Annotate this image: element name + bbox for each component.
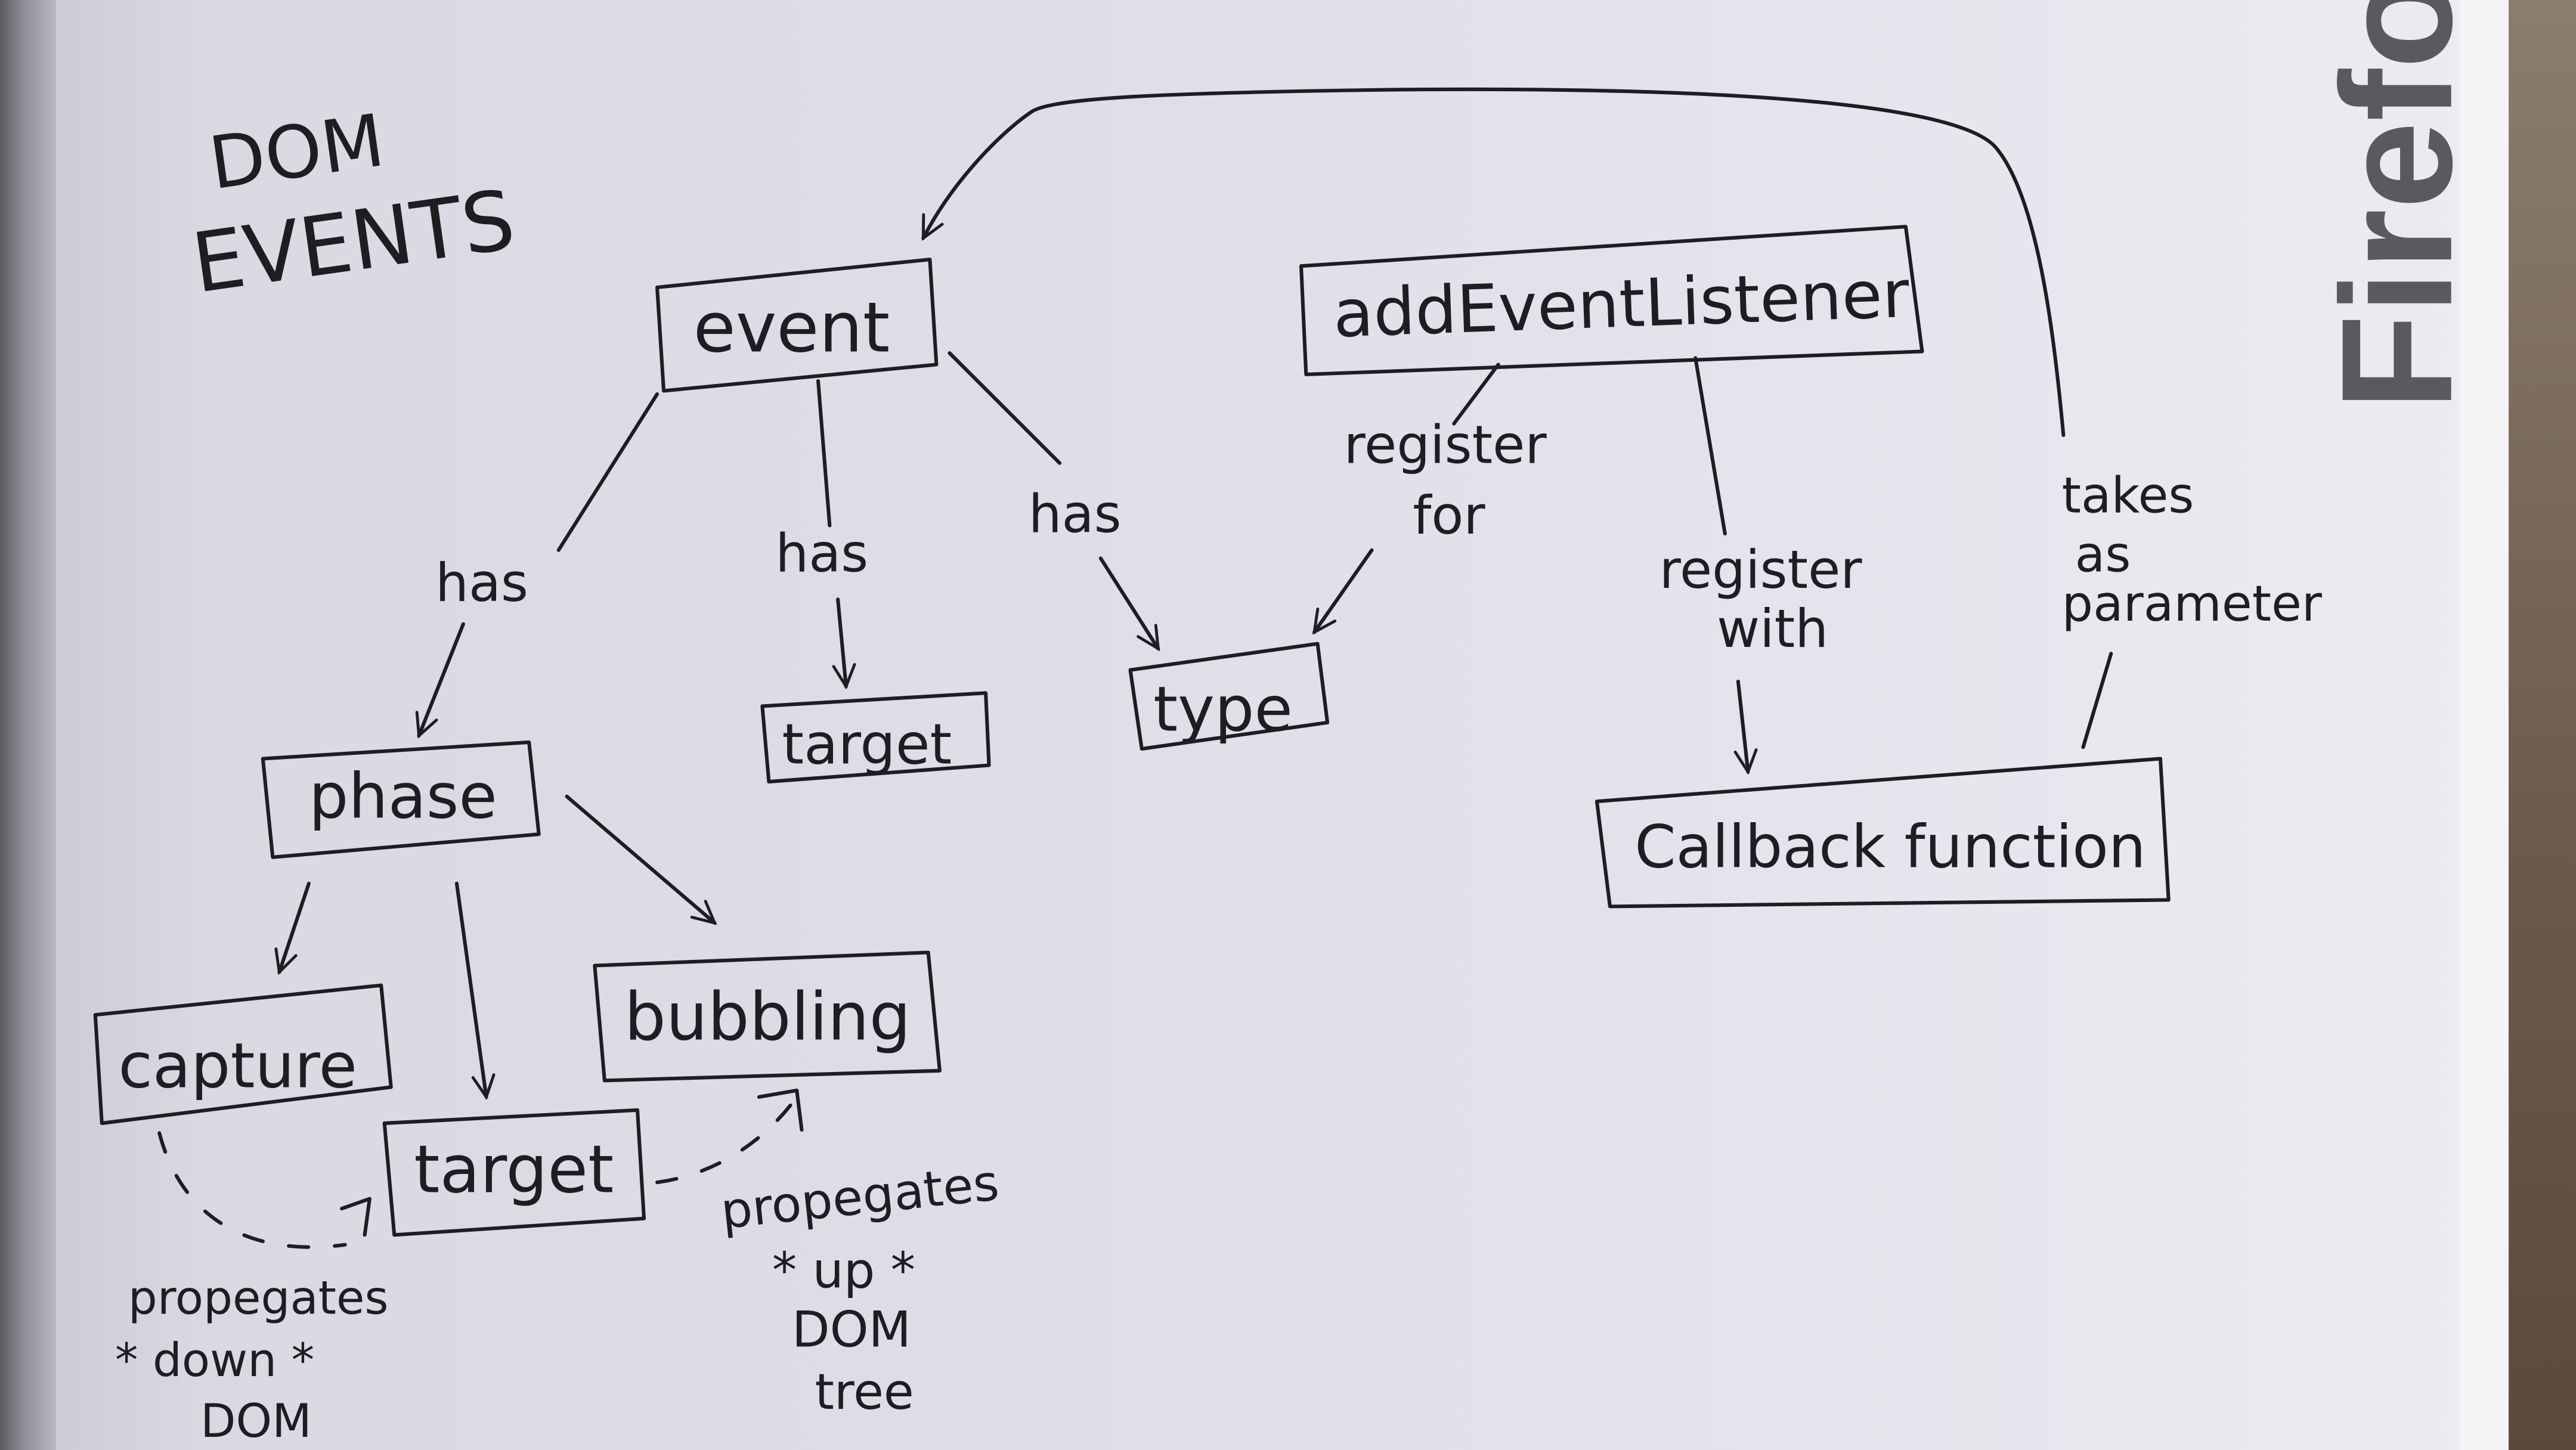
node-bubbling-box — [593, 950, 942, 1083]
edge-event-phase-upper — [556, 392, 660, 552]
edge-capture-target-dashed — [157, 1131, 347, 1249]
node-addEventListener-label: addEventListener — [1332, 256, 1911, 352]
edge-event-type-lower — [1098, 556, 1160, 648]
node-event-box — [655, 258, 939, 393]
edge-has-target-label: has — [775, 523, 868, 584]
firefox-brand-text: Firefox — [2309, 0, 2485, 411]
edge-capture-target-arrowhead — [340, 1197, 371, 1237]
note-up-line-4: tree — [815, 1364, 914, 1421]
edge-phase-bubbling — [565, 794, 715, 923]
node-callback-box — [1594, 757, 2171, 909]
node-phase-target: target — [382, 1108, 646, 1237]
edge-callback-event-lower — [2081, 652, 2113, 749]
node-capture-label: capture — [118, 1029, 357, 1102]
edge-event-target-upper — [816, 379, 832, 528]
edge-ael-callback-lower — [1738, 680, 1748, 772]
edge-has-phase-label: has — [435, 552, 528, 614]
node-type-box — [1128, 642, 1330, 751]
note-up-line-2: * up * — [772, 1242, 915, 1299]
edge-phase-target — [454, 881, 487, 1097]
note-down-line-2: * down * — [115, 1334, 314, 1387]
node-callback: Callback function — [1594, 757, 2171, 909]
node-type: type — [1128, 642, 1330, 751]
edge-event-phase-lower — [419, 622, 465, 736]
edge-takes-param-label-1: takes — [2062, 467, 2194, 524]
edge-phase-capture — [279, 881, 311, 972]
edge-target-bubbling-dashed — [655, 1101, 794, 1185]
node-phase-target-label: target — [414, 1132, 614, 1208]
note-up-line-1: propegates — [718, 1154, 1001, 1240]
node-phase: phase — [261, 740, 541, 859]
node-event: event — [655, 258, 939, 393]
node-event-label: event — [693, 288, 890, 368]
edge-event-type-upper — [948, 351, 1062, 465]
node-target-box — [760, 691, 991, 784]
edge-takes-param-label-3: parameter — [2062, 575, 2322, 633]
edge-target-bubbling-arrowhead — [757, 1088, 804, 1132]
edge-ael-type-lower — [1314, 548, 1374, 633]
edge-register-for-label-1: register — [1344, 414, 1547, 476]
node-phase-label: phase — [309, 760, 497, 833]
node-type-label: type — [1153, 673, 1293, 746]
node-target-label: target — [782, 712, 952, 777]
node-capture-box — [93, 983, 393, 1125]
paper-right-strip — [2459, 0, 2516, 1450]
edge-register-for-label-2: for — [1413, 485, 1485, 546]
paper-left-edge — [0, 0, 56, 1450]
node-bubbling: bubbling — [593, 950, 942, 1083]
edge-has-type-label: has — [1029, 483, 1122, 544]
edge-register-with-label-2: with — [1717, 598, 1828, 659]
title-line-1: DOM — [204, 98, 389, 206]
note-down-line-3: DOM — [200, 1395, 312, 1448]
node-addEventListener-box — [1299, 225, 1924, 377]
edge-ael-callback-upper — [1693, 356, 1727, 536]
node-addEventListener: addEventListener — [1299, 225, 1924, 377]
node-capture: capture — [93, 983, 393, 1125]
note-down-line-1: propegates — [128, 1271, 389, 1325]
edge-callback-event-curve — [921, 87, 2066, 437]
node-phase-target-box — [382, 1108, 646, 1237]
note-up-line-3: DOM — [792, 1302, 911, 1359]
node-callback-label: Callback function — [1634, 813, 2145, 881]
table-edge — [2509, 0, 2576, 1450]
node-target: target — [760, 691, 991, 784]
edge-takes-param-label-2: as — [2075, 526, 2131, 584]
edge-event-target-lower — [838, 597, 846, 686]
edge-register-with-label-1: register — [1659, 539, 1863, 600]
node-phase-box — [261, 740, 541, 859]
node-bubbling-label: bubbling — [624, 978, 911, 1055]
edge-ael-type-upper — [1452, 362, 1500, 426]
